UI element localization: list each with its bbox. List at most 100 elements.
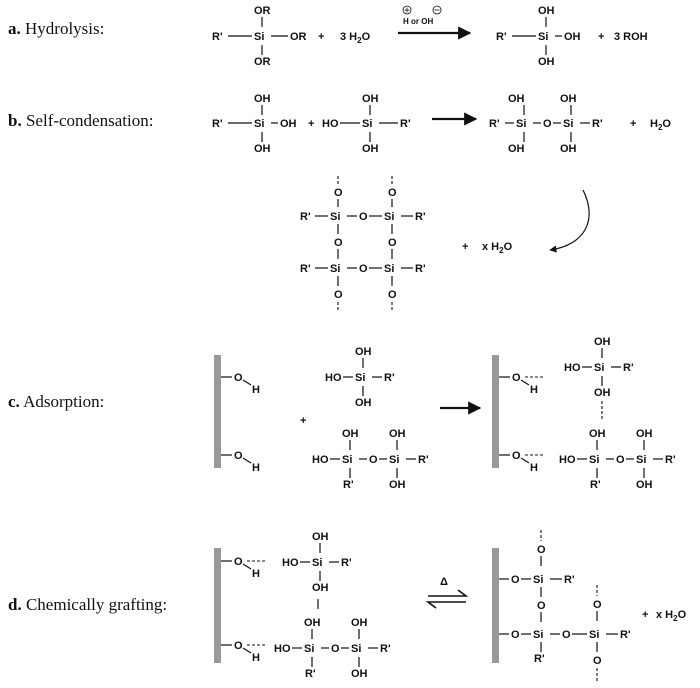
- svg-text:R': R': [212, 31, 223, 43]
- svg-text:Si: Si: [330, 211, 340, 223]
- svg-text:Si: Si: [594, 362, 604, 374]
- step-c-label: c. Adsorption:: [8, 392, 104, 411]
- svg-text:OH: OH: [351, 668, 368, 680]
- svg-text:R': R': [384, 372, 395, 384]
- substrate-surface-left: [214, 355, 221, 468]
- adsorbed-complex: O H O H OH HO Si R' OH OH HO Si O Si OH …: [499, 336, 676, 491]
- svg-text:O: O: [388, 237, 397, 249]
- svg-text:H: H: [252, 568, 260, 580]
- svg-text:Si: Si: [533, 574, 543, 586]
- svg-text:O: O: [537, 600, 546, 612]
- svg-text:R': R': [380, 643, 391, 655]
- svg-text:3 ROH: 3 ROH: [614, 31, 648, 43]
- equilibrium-arrows: Δ: [425, 576, 469, 609]
- svg-text:R': R': [343, 479, 354, 491]
- svg-text:Si: Si: [533, 629, 543, 641]
- svg-text:R': R': [564, 574, 575, 586]
- svg-text:O: O: [334, 289, 343, 301]
- svg-text:O: O: [234, 556, 243, 568]
- svg-text:OH: OH: [312, 531, 329, 543]
- svg-text:OH: OH: [312, 582, 329, 594]
- silanol-left: OH R' Si OH OH: [212, 93, 297, 155]
- svg-text:O: O: [334, 187, 343, 199]
- svg-text:H: H: [252, 462, 260, 474]
- svg-text:O: O: [593, 599, 602, 611]
- svg-text:R': R': [415, 211, 426, 223]
- svg-text:O: O: [359, 211, 368, 223]
- svg-text:HO: HO: [274, 643, 291, 655]
- svg-text:OH: OH: [254, 93, 271, 105]
- svg-text:O: O: [511, 629, 520, 641]
- svg-text:OH: OH: [351, 617, 368, 629]
- svg-text:OH: OH: [538, 56, 555, 68]
- svg-text:R': R': [418, 454, 429, 466]
- svg-text:OH: OH: [362, 93, 379, 105]
- adsorbed-complex-d: O H O H OH HO Si R' OH OH HO Si O Si OH …: [221, 531, 391, 680]
- svg-text:R': R': [212, 118, 223, 130]
- svg-text:R': R': [300, 263, 311, 275]
- svg-text:OH: OH: [594, 387, 611, 399]
- svg-text:Si: Si: [330, 263, 340, 275]
- svg-text:O: O: [369, 454, 378, 466]
- svg-text:OH: OH: [508, 143, 525, 155]
- svg-text:R': R': [489, 118, 500, 130]
- svg-text:Si: Si: [636, 454, 646, 466]
- silanol-c: OH HO Si R' OH: [325, 346, 395, 409]
- substrate-surface-c: [492, 355, 499, 468]
- svg-text:O: O: [593, 655, 602, 667]
- siloxane-network: O O R' Si O Si R' O O R' Si O Si R' O O: [300, 176, 426, 312]
- x-water-d: x H2O: [656, 609, 687, 623]
- svg-text:OH: OH: [560, 93, 577, 105]
- svg-text:+: +: [462, 241, 468, 253]
- svg-text:R': R': [620, 629, 631, 641]
- svg-text:O: O: [616, 454, 625, 466]
- svg-text:Si: Si: [362, 118, 372, 130]
- svg-text:HO: HO: [312, 454, 329, 466]
- x-water-b: x H2O: [482, 241, 513, 255]
- svg-text:H: H: [530, 462, 538, 474]
- svg-text:OH: OH: [589, 428, 606, 440]
- svg-text:R': R': [496, 31, 507, 43]
- substrate-surface-d-left: [214, 548, 221, 663]
- substrate-surface-d-right: [492, 548, 499, 663]
- svg-text:Si: Si: [384, 263, 394, 275]
- svg-text:Si: Si: [563, 118, 573, 130]
- svg-text:H: H: [252, 384, 260, 396]
- svg-text:OH: OH: [560, 143, 577, 155]
- svg-text:OH: OH: [389, 428, 406, 440]
- svg-text:+: +: [308, 118, 314, 130]
- svg-text:HO: HO: [559, 454, 576, 466]
- svg-text:OH: OH: [304, 617, 321, 629]
- svg-text:R': R': [300, 211, 311, 223]
- svg-text:Si: Si: [312, 557, 322, 569]
- svg-text:OH: OH: [362, 143, 379, 155]
- svg-text:R': R': [305, 668, 316, 680]
- silanol-right: OH HO Si R' OH: [322, 93, 411, 155]
- silanol-molecule: OH R' Si OH OH: [496, 5, 581, 68]
- curved-arrow: [549, 189, 590, 253]
- svg-text:Si: Si: [254, 31, 264, 43]
- svg-text:Δ: Δ: [440, 576, 448, 588]
- step-b-label: b. Self-condensation:: [8, 111, 153, 130]
- svg-text:HO: HO: [564, 362, 581, 374]
- svg-text:Si: Si: [538, 31, 548, 43]
- svg-text:H: H: [530, 384, 538, 396]
- step-a-label: a. Hydrolysis:: [8, 19, 104, 38]
- siloxane-dimer: R' Si OH OH O Si OH OH R': [489, 93, 603, 155]
- svg-text:OH: OH: [594, 336, 611, 348]
- svg-text:OH: OH: [538, 5, 555, 17]
- svg-text:+: +: [642, 609, 648, 621]
- svg-text:R': R': [665, 454, 676, 466]
- three-water: 3 H2O: [340, 31, 371, 45]
- svg-text:O: O: [234, 640, 243, 652]
- svg-text:OH: OH: [636, 428, 653, 440]
- svg-text:Si: Si: [516, 118, 526, 130]
- grafted-siloxane: O O Si R' O O O Si O Si R' R' O: [499, 530, 631, 682]
- svg-text:Si: Si: [355, 372, 365, 384]
- svg-text:R': R': [415, 263, 426, 275]
- svg-text:OH: OH: [355, 397, 372, 409]
- svg-text:O: O: [512, 450, 521, 462]
- svg-text:HO: HO: [325, 372, 342, 384]
- svg-text:+: +: [318, 31, 324, 43]
